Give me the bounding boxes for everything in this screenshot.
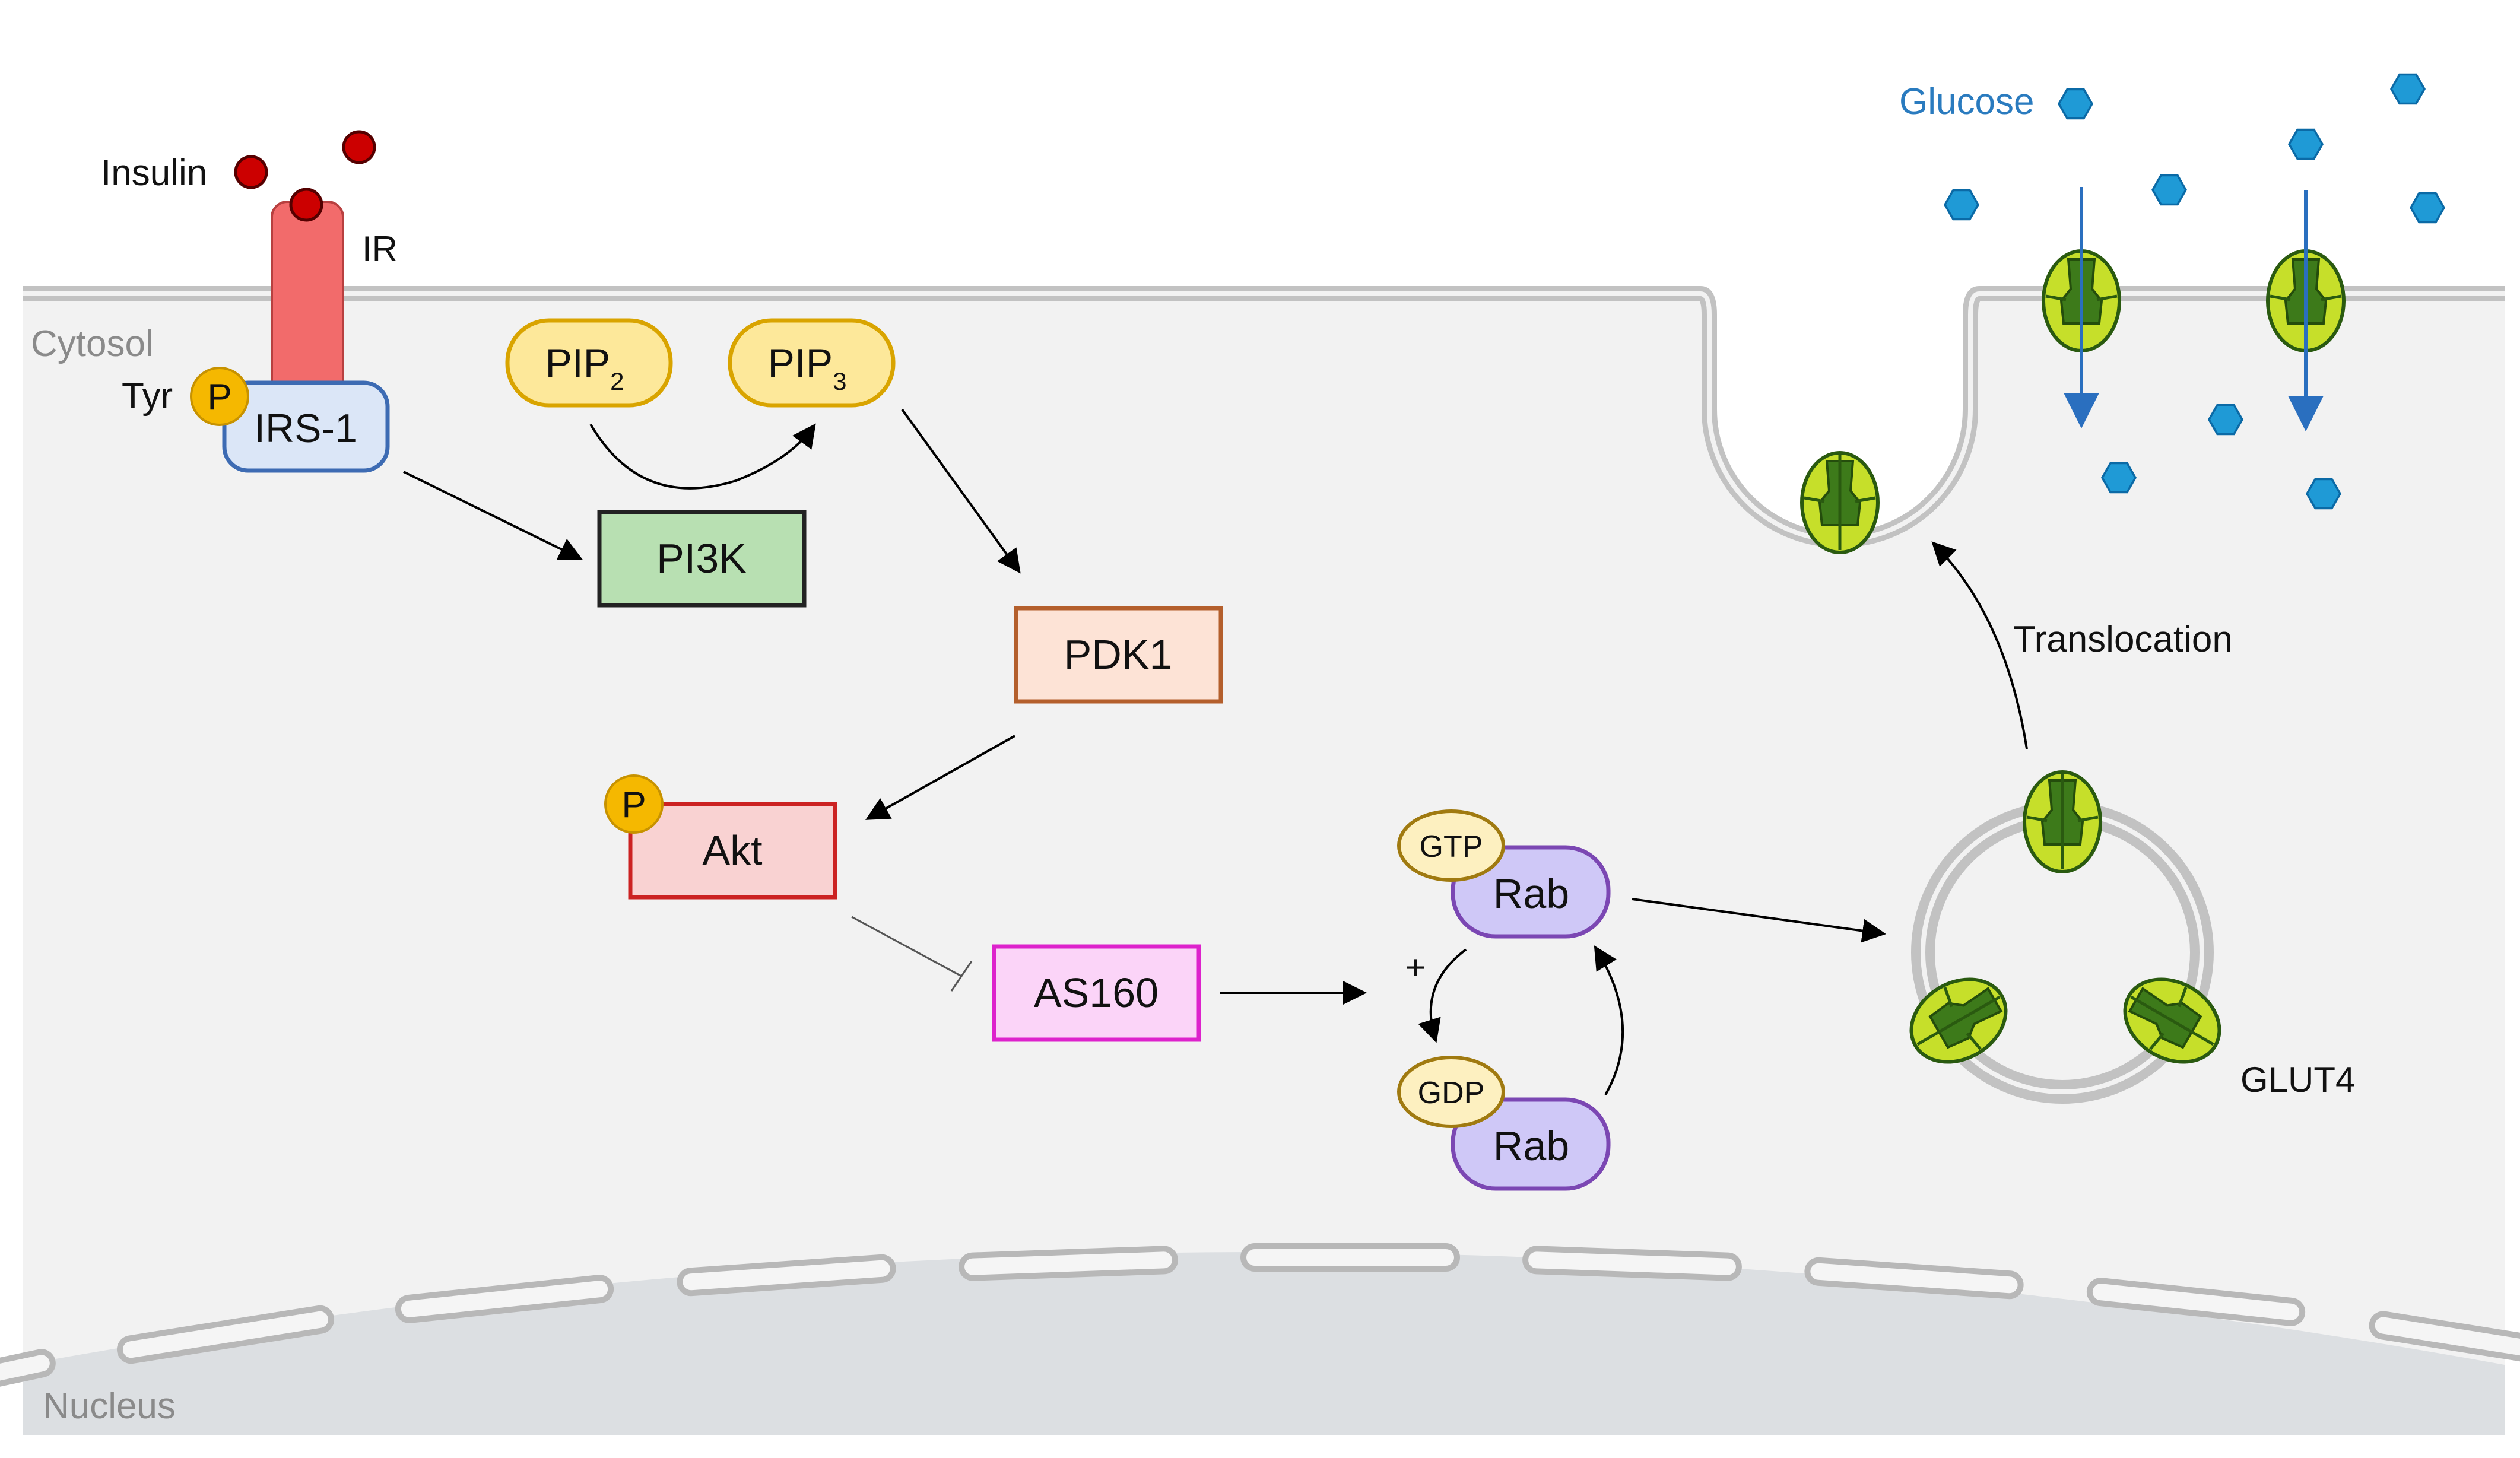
glucose-label: Glucose xyxy=(1899,81,2034,122)
gtp-node xyxy=(1397,809,1505,882)
pip3-to-pdk1-arrow xyxy=(901,408,1021,574)
insulin-label: Insulin xyxy=(101,153,207,193)
pip3-label: PIP3 xyxy=(768,341,847,395)
irs1-node xyxy=(222,380,390,473)
glucose-molecule xyxy=(2410,192,2445,224)
rab-gdp-node xyxy=(1451,1097,1611,1191)
gdp-node xyxy=(1397,1056,1505,1128)
pi3k-node xyxy=(597,510,807,608)
phospho-irs1 xyxy=(190,367,249,426)
gdp-label: GDP xyxy=(1418,1076,1485,1110)
rab-gdp-to-gtp-arrow xyxy=(1594,945,1624,1095)
pip2-label: PIP2 xyxy=(545,341,624,395)
glucose-molecule xyxy=(2306,478,2341,510)
rab-gdp-label: Rab xyxy=(1493,1123,1569,1169)
glucose-molecule xyxy=(2390,73,2426,105)
irs1-to-pi3k-arrow xyxy=(403,471,583,560)
glut4-transporter xyxy=(1802,453,1878,552)
bound-insulin xyxy=(289,188,323,222)
rab-gtp-node xyxy=(1451,845,1611,939)
akt-node xyxy=(628,802,837,900)
as160-node xyxy=(992,944,1201,1042)
as160-label: AS160 xyxy=(1034,970,1159,1016)
pip2-to-pip3-arrow xyxy=(589,423,816,490)
akt-inhibits-as160 xyxy=(851,916,962,977)
pip3-node xyxy=(728,318,896,408)
pdk1-node xyxy=(1014,606,1223,704)
cytosol-label: Cytosol xyxy=(31,323,154,364)
phospho-akt-label: P xyxy=(621,784,646,825)
insulin-molecule xyxy=(234,155,268,189)
phospho-irs1-label: P xyxy=(207,377,231,418)
pi3k-label: PI3K xyxy=(656,535,747,582)
insulin-receptor xyxy=(271,201,344,399)
nucleus-label: Nucleus xyxy=(43,1386,176,1427)
tyr-label: Tyr xyxy=(122,376,173,417)
pdk1-to-akt-arrow xyxy=(865,735,1015,820)
insulin-molecule xyxy=(342,130,376,164)
irs1-label: IRS-1 xyxy=(254,406,357,451)
nuclear-envelope xyxy=(0,1243,2520,1392)
glucose-molecule xyxy=(2208,404,2243,436)
rab-to-vesicle-arrow xyxy=(1632,898,1886,943)
rab-gtp-label: Rab xyxy=(1493,871,1569,917)
plus-label: + xyxy=(1405,948,1426,987)
glucose-molecule xyxy=(2151,174,2187,206)
glucose-molecule xyxy=(2101,462,2137,494)
translocation-label: Translocation xyxy=(2013,619,2233,660)
phospho-akt xyxy=(604,774,664,834)
glut4-transporter xyxy=(2024,772,2100,872)
gtp-label: GTP xyxy=(1420,830,1483,864)
glucose-molecule xyxy=(2288,128,2324,160)
ir-label: IR xyxy=(362,229,398,269)
nucleus-region xyxy=(23,1252,2505,1435)
akt-label: Akt xyxy=(702,827,762,873)
glucose-molecule xyxy=(2058,88,2093,120)
rab-gtp-to-gdp-arrow xyxy=(1418,948,1467,1043)
glucose-molecule xyxy=(1944,189,1979,221)
translocation-arrow xyxy=(1931,541,2028,749)
inhibition-bar xyxy=(950,961,973,992)
glut4-label: GLUT4 xyxy=(2240,1060,2355,1100)
pdk1-label: PDK1 xyxy=(1064,631,1173,678)
pip2-node xyxy=(505,318,673,408)
